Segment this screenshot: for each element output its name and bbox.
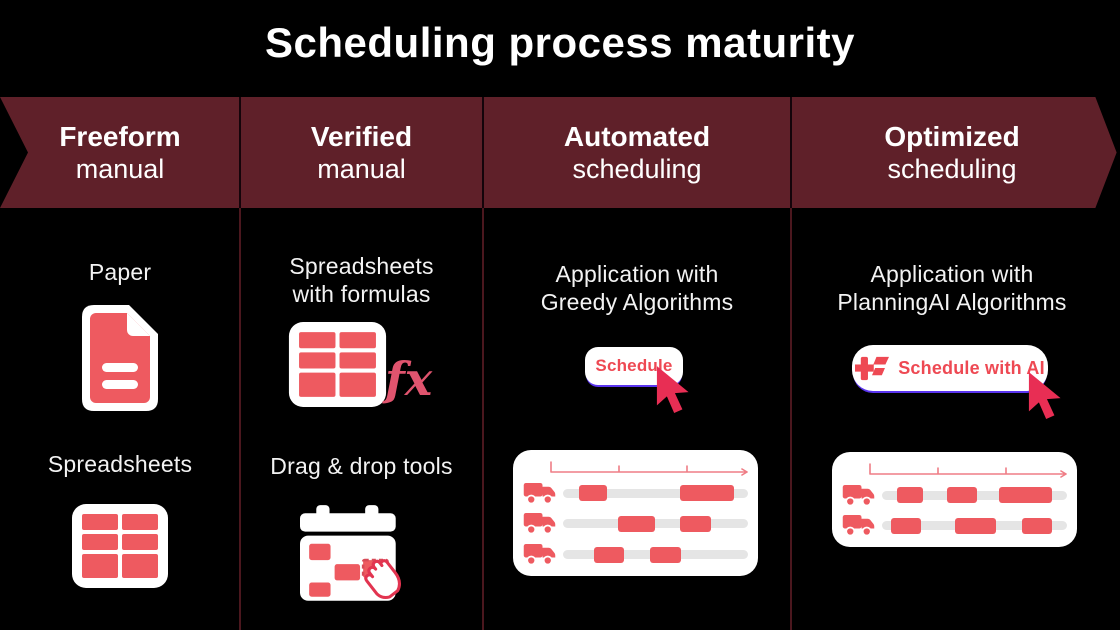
banner-divider	[482, 97, 484, 208]
gantt-task-block	[680, 485, 735, 502]
gantt-task-block	[579, 485, 608, 502]
schedule-with-ai-button[interactable]: Schedule with AI	[852, 345, 1048, 391]
gantt-row	[523, 542, 748, 567]
gantt-task-block	[680, 515, 712, 532]
stage-header-bold: Freeform	[59, 121, 181, 152]
paper-document-icon	[82, 305, 158, 411]
gantt-task-block	[617, 515, 655, 532]
gantt-task-block	[593, 546, 624, 563]
banner-divider	[239, 97, 241, 208]
truck-icon	[842, 515, 875, 537]
gantt-task-block	[649, 546, 681, 563]
stage-header-automated-scheduling: Automated scheduling	[483, 97, 791, 208]
gantt-task-block	[947, 487, 977, 504]
column-divider	[239, 208, 241, 630]
gantt-row	[523, 481, 748, 506]
schedule-button[interactable]: Schedule	[585, 347, 683, 385]
stage-header-sub: scheduling	[572, 154, 702, 184]
gantt-track	[563, 485, 748, 502]
label-spreadsheets: Spreadsheets	[47, 451, 193, 477]
maturity-banner: Freeform manual Verified manual Automate…	[0, 97, 1117, 208]
formula-fx-badge: fx	[385, 352, 433, 406]
gantt-task-block	[896, 487, 923, 504]
label-paper: Paper	[88, 259, 152, 285]
label-line-2: with formulas	[292, 281, 431, 307]
truck-icon	[523, 482, 556, 505]
label-line-1: Spreadsheets	[289, 253, 434, 279]
truck-icon	[842, 484, 875, 507]
label-application-greedy: Application with Greedy Algorithms	[483, 260, 791, 316]
stage-header-sub: manual	[317, 154, 406, 184]
gantt-chart-card	[513, 450, 758, 576]
banner-divider	[790, 97, 792, 208]
stage-header-verified-manual: Verified manual	[240, 97, 483, 208]
cursor-arrow-icon	[1028, 372, 1061, 420]
spreadsheet-formula-icon	[288, 322, 387, 407]
timefold-logo-icon	[855, 356, 890, 380]
schedule-button-label: Schedule	[595, 356, 673, 375]
stage-header-bold: Optimized	[884, 121, 1020, 152]
gantt-task-block	[998, 487, 1053, 504]
schedule-with-ai-button-label: Schedule with AI	[898, 357, 1045, 378]
stage-header-freeform-manual: Freeform manual	[0, 97, 240, 208]
label-line-2: PlanningAI Algorithms	[837, 289, 1067, 315]
stage-header-bold: Automated	[563, 121, 711, 152]
gantt-row	[523, 511, 748, 536]
label-application-planningai: Application with PlanningAI Algorithms	[791, 260, 1113, 316]
label-line-1: Application with	[870, 261, 1034, 287]
column-divider	[482, 208, 484, 630]
gantt-row	[842, 513, 1067, 538]
label-line-1: Application with	[555, 261, 719, 287]
gantt-track	[882, 487, 1067, 504]
column-divider	[790, 208, 792, 630]
gantt-rows	[842, 480, 1067, 541]
gantt-chart-card	[832, 452, 1077, 547]
stage-header-sub: scheduling	[887, 154, 1017, 184]
label-line-2: Greedy Algorithms	[540, 289, 734, 315]
stage-header-optimized-scheduling: Optimized scheduling	[791, 97, 1113, 208]
timeline-axis	[550, 461, 748, 476]
stage-header-sub: manual	[75, 154, 165, 184]
gantt-track	[563, 515, 748, 532]
gantt-task-block	[1022, 517, 1053, 534]
gantt-task-block	[890, 517, 921, 534]
gantt-track	[563, 546, 748, 563]
gantt-task-block	[955, 517, 996, 534]
spreadsheet-icon	[72, 504, 168, 588]
truck-icon	[523, 513, 556, 535]
calendar-drag-drop-icon	[300, 505, 402, 601]
drag-hand-icon	[364, 559, 402, 600]
label-spreadsheets-with-formulas: Spreadsheets with formulas	[240, 252, 483, 308]
gantt-track	[882, 517, 1067, 534]
timeline-axis	[869, 463, 1067, 478]
label-drag-drop-tools: Drag & drop tools	[270, 453, 453, 479]
cursor-arrow-icon	[656, 366, 689, 414]
gantt-row	[842, 483, 1067, 508]
page-title: Scheduling process maturity	[265, 19, 855, 66]
stage-header-bold: Verified	[310, 121, 413, 152]
truck-icon	[523, 544, 556, 566]
gantt-rows	[523, 478, 748, 570]
